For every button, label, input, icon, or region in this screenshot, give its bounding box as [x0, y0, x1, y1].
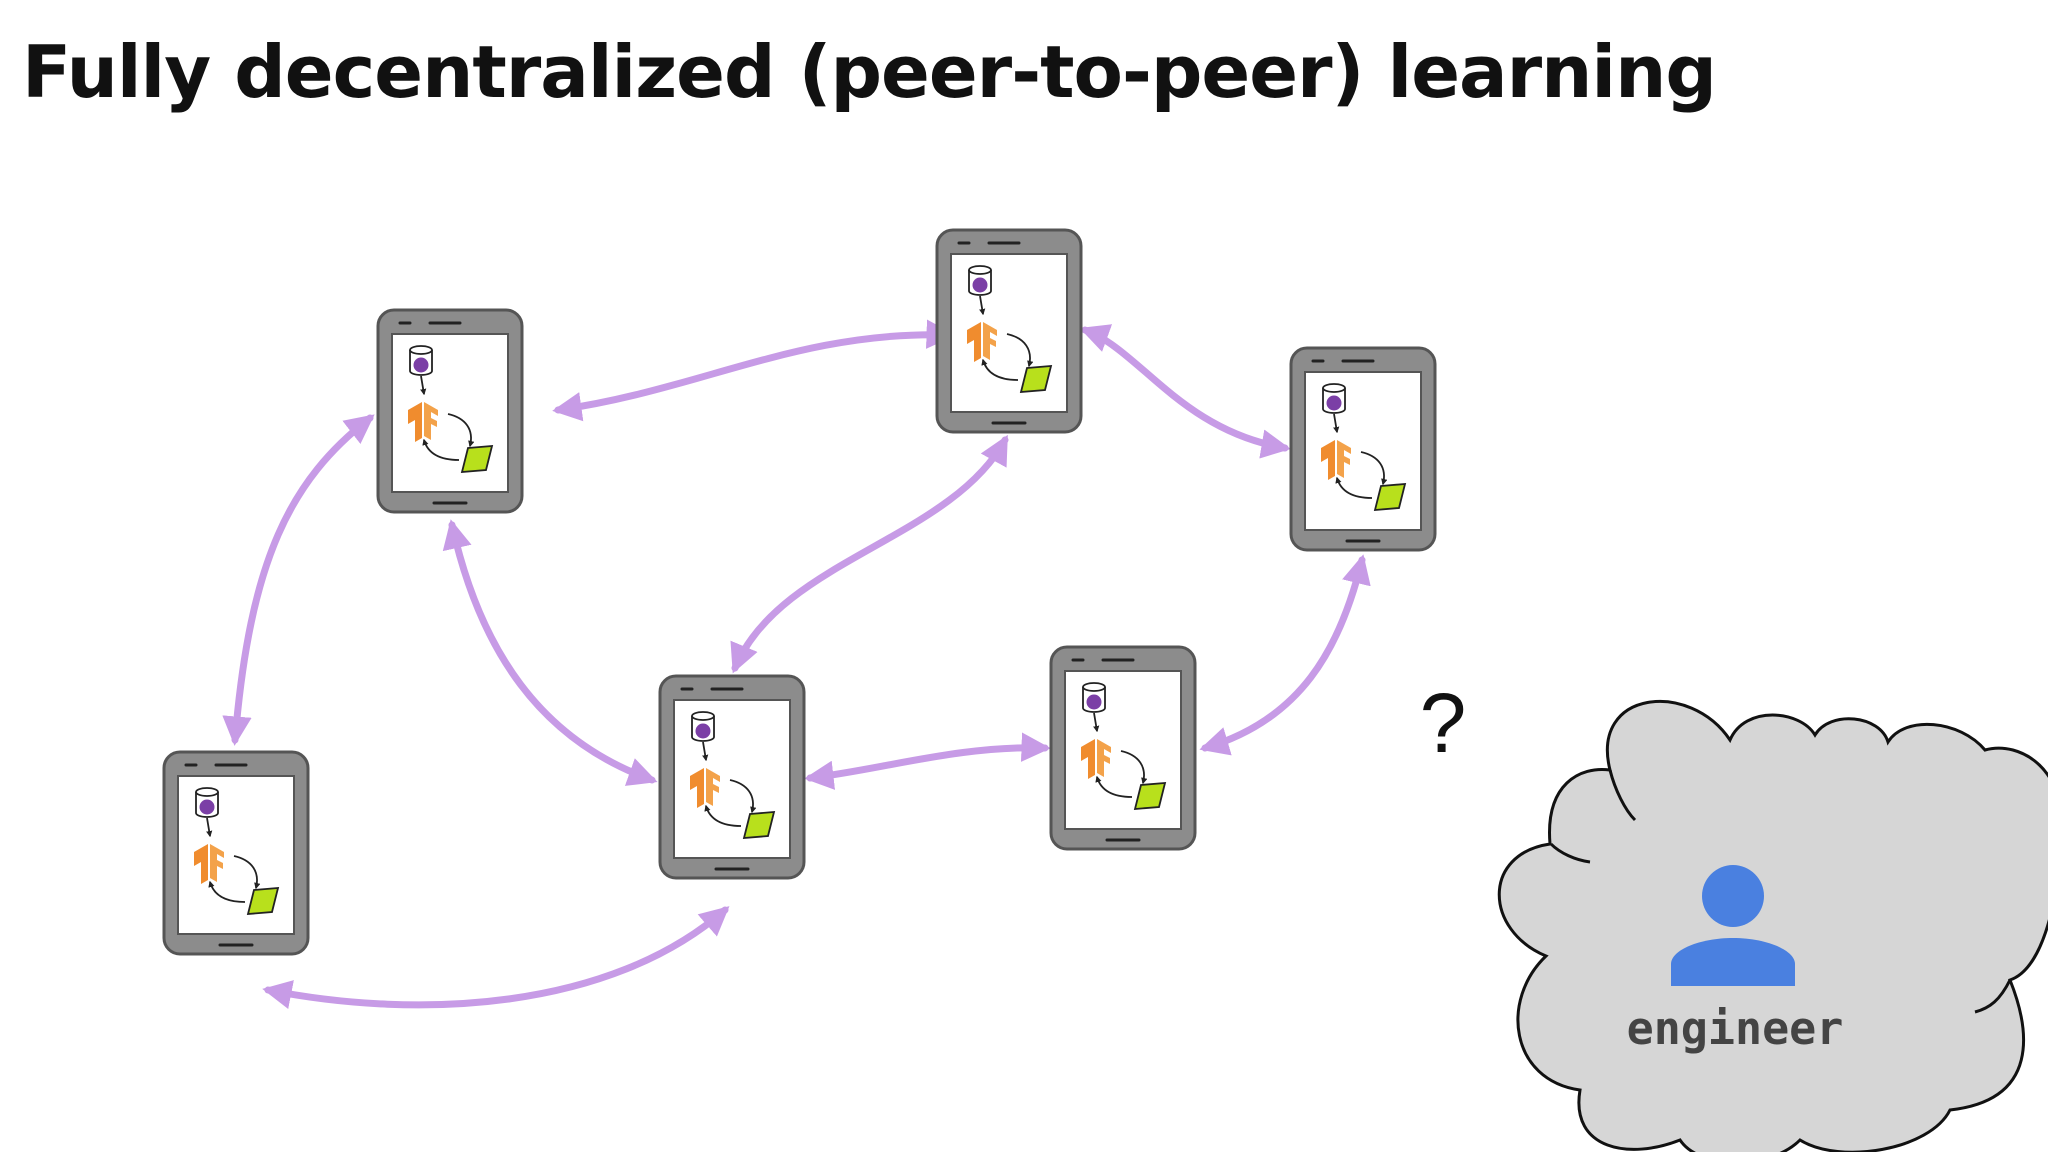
question-mark: ? — [1420, 676, 1467, 770]
device-top-left — [376, 308, 524, 514]
device-top-center — [935, 228, 1083, 434]
device-bottom-left — [162, 750, 310, 956]
link-top-left-to-bottom-center — [442, 519, 658, 786]
link-right-to-bottom-right — [1199, 554, 1371, 756]
database-icon — [195, 787, 219, 818]
database-icon — [1082, 682, 1106, 713]
tensorflow-logo-icon — [408, 402, 438, 442]
tensorflow-logo-icon — [967, 322, 997, 362]
person-icon — [1671, 865, 1795, 986]
database-icon — [1322, 383, 1346, 414]
engineer-cloud: engineer — [1497, 699, 2048, 1152]
model-card-icon — [246, 886, 280, 916]
link-top-left-to-top-center — [552, 319, 956, 422]
link-bottom-left-to-bottom-center — [262, 906, 730, 1009]
model-card-icon — [1373, 482, 1407, 512]
device-right — [1289, 346, 1437, 552]
devices-layer — [162, 228, 1437, 956]
model-card-icon — [460, 444, 494, 474]
link-top-center-to-bottom-center — [730, 434, 1009, 674]
links-layer — [222, 319, 1371, 1009]
cloud-icon — [1497, 699, 2048, 1152]
link-top-left-to-bottom-left — [222, 414, 375, 746]
engineer-label: engineer — [1627, 1002, 1844, 1055]
tensorflow-logo-icon — [690, 768, 720, 808]
tensorflow-logo-icon — [1081, 739, 1111, 779]
database-icon — [691, 711, 715, 742]
slide-title: Fully decentralized (peer-to-peer) learn… — [22, 30, 1717, 114]
device-bottom-right — [1049, 645, 1197, 851]
database-icon — [968, 265, 992, 296]
model-card-icon — [1133, 781, 1167, 811]
model-card-icon — [742, 810, 776, 840]
model-card-icon — [1019, 364, 1053, 394]
tensorflow-logo-icon — [1321, 440, 1351, 480]
tensorflow-logo-icon — [194, 844, 224, 884]
link-top-center-to-right — [1079, 324, 1291, 459]
device-bottom-center — [658, 674, 806, 880]
link-bottom-center-to-bottom-right — [804, 732, 1051, 790]
database-icon — [409, 345, 433, 376]
